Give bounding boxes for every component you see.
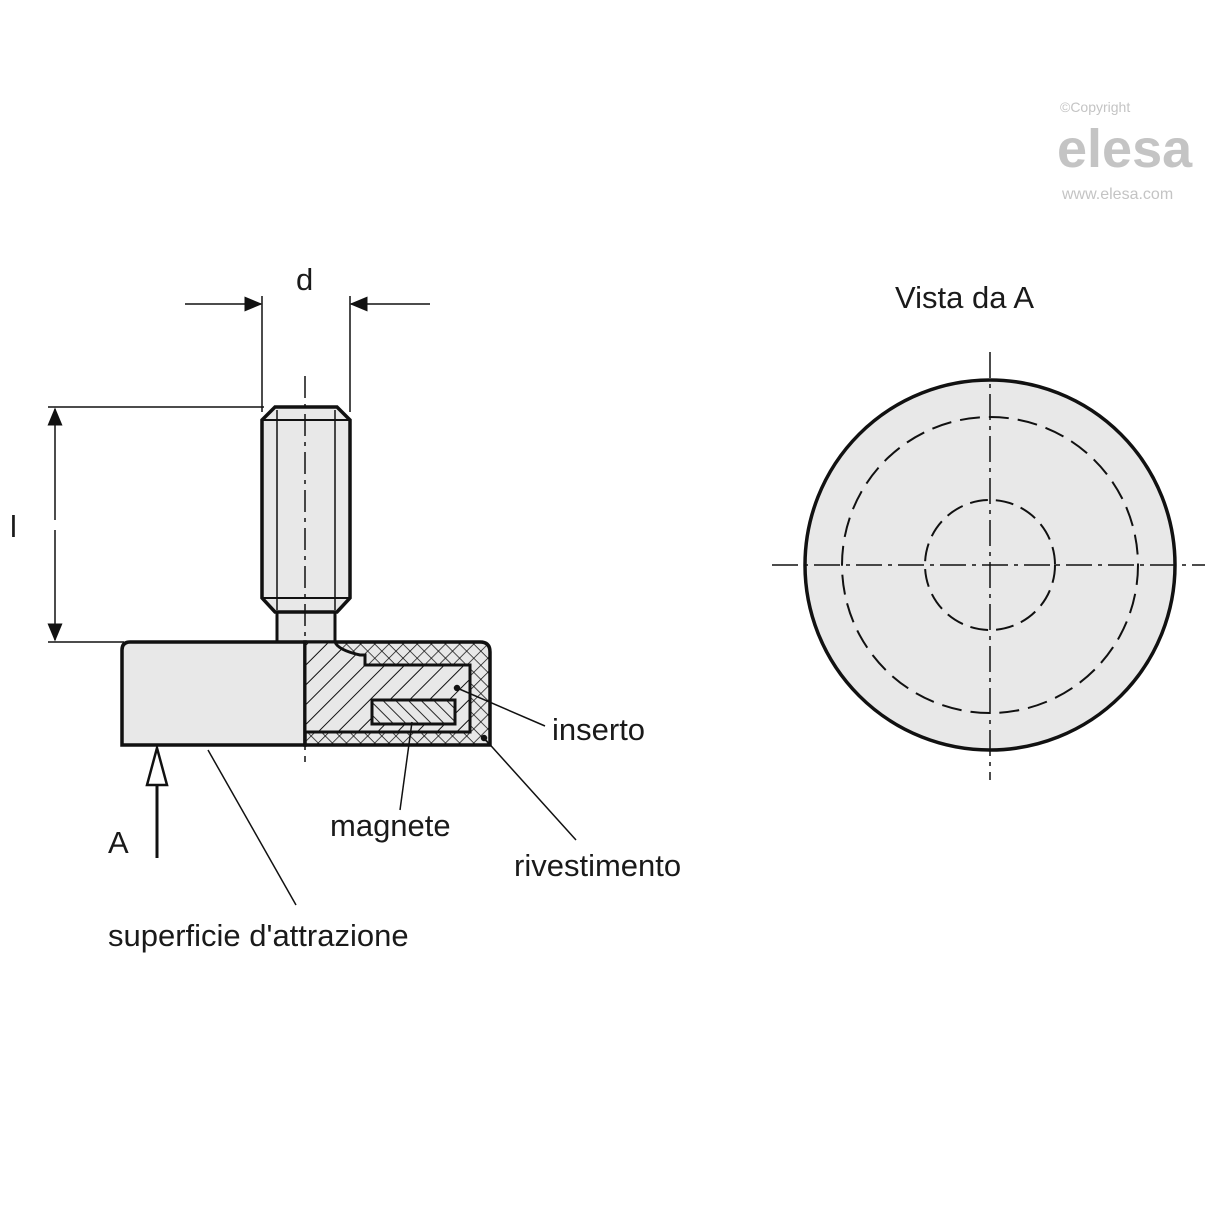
insert-label: inserto [552,712,645,747]
view-a-circle [772,352,1205,780]
brand-logo-text: elesa [1057,119,1193,179]
leader-lines [207,684,577,906]
diameter-dimension [185,296,430,412]
copyright-text: ©Copyright [1060,99,1130,115]
length-dimension [47,406,264,643]
surface-label: superficie d'attrazione [108,918,409,953]
coating-label: rivestimento [514,848,681,883]
magnet-base-outline [120,640,307,747]
view-arrow-label: A [108,825,129,860]
length-label: l [10,509,17,544]
watermark-url: www.elesa.com [1061,186,1173,203]
threaded-stud [260,405,352,644]
magnet-label: magnete [330,808,451,843]
view-title: Vista da A [895,280,1034,315]
view-a-arrow [145,743,169,858]
magnet-section [370,698,457,726]
diameter-label: d [296,262,313,297]
elesa-watermark: ©Copyright elesa www.elesa.com [1057,99,1193,203]
